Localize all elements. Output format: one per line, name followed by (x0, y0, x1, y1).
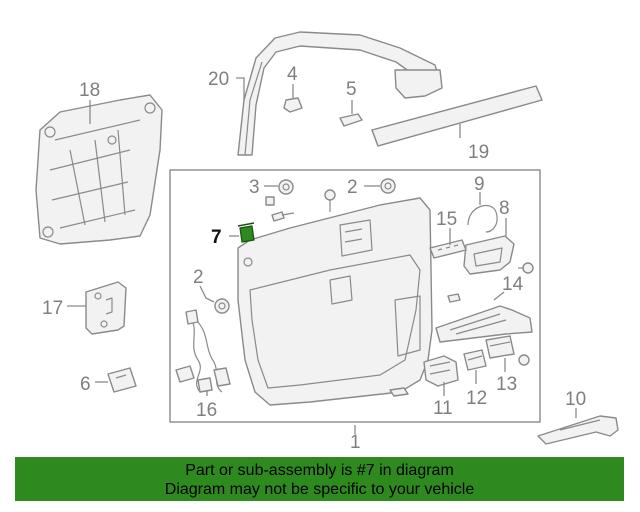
callout-14: 14 (502, 274, 524, 295)
trim-part-10 (537, 415, 619, 445)
screw-center (324, 189, 336, 212)
callout-5: 5 (346, 79, 357, 100)
callout-13: 13 (496, 374, 517, 395)
callout-labels: 20 4 5 18 19 3 2 9 8 15 7 2 14 17 6 13 1… (42, 64, 586, 453)
callout-7-highlighted: 7 (211, 227, 222, 248)
switch-part-12 (463, 349, 487, 371)
callout-2-lower: 2 (193, 267, 204, 288)
door-handle-part-8 (463, 235, 515, 275)
callout-2-upper: 2 (347, 177, 358, 198)
callout-9: 9 (474, 174, 485, 195)
callout-1: 1 (350, 432, 361, 453)
callout-8: 8 (499, 198, 510, 219)
frame-molding-part-20 (237, 31, 443, 156)
switch-part-11 (423, 355, 459, 387)
door-trim-panel-part-1 (237, 197, 433, 406)
screw-near-13 (518, 354, 530, 366)
switch-part-15 (429, 239, 467, 259)
switch-part-13 (485, 335, 515, 359)
callout-4: 4 (287, 64, 298, 85)
door-module-part-18 (35, 94, 163, 245)
callout-15: 15 (436, 209, 457, 230)
switch-panel-part-14 (435, 305, 533, 343)
banner-line-2: Diagram may not be specific to your vehi… (164, 481, 475, 498)
info-banner: Part or sub-assembly is #7 in diagram Di… (15, 457, 624, 501)
wiring-harness-part-16 (175, 309, 231, 393)
clip-bottom-center (389, 387, 409, 397)
callout-20: 20 (208, 69, 229, 90)
clip-part-5 (339, 113, 363, 127)
belt-molding-part-19 (371, 85, 543, 147)
callout-16: 16 (196, 400, 217, 421)
grommet-part-2-lower (214, 298, 230, 314)
grommet-part-2-upper (380, 178, 396, 194)
banner-line-1: Part or sub-assembly is #7 in diagram (185, 462, 454, 479)
door-panel-frame (169, 169, 541, 423)
callout-6: 6 (80, 374, 91, 395)
leader-lines (67, 77, 577, 434)
clip-small-near-14 (447, 293, 461, 303)
bracket-part-6 (107, 367, 137, 393)
clip-part-4 (283, 97, 303, 113)
parts-diagram: 20 4 5 18 19 3 2 9 8 15 7 2 14 17 6 13 1… (35, 31, 619, 453)
speaker-part-17 (85, 281, 127, 335)
screw-right (518, 262, 534, 274)
callout-18: 18 (79, 80, 100, 101)
plug-part-3 (278, 179, 294, 195)
callout-10: 10 (565, 389, 586, 410)
callout-11: 11 (433, 398, 453, 419)
callout-3: 3 (249, 177, 260, 198)
screw-upper-left (265, 196, 295, 222)
rod-part-9 (467, 204, 498, 233)
callout-19: 19 (468, 142, 489, 163)
callout-12: 12 (466, 388, 487, 409)
clip-part-7-highlighted (237, 222, 255, 243)
callout-17: 17 (42, 298, 63, 319)
